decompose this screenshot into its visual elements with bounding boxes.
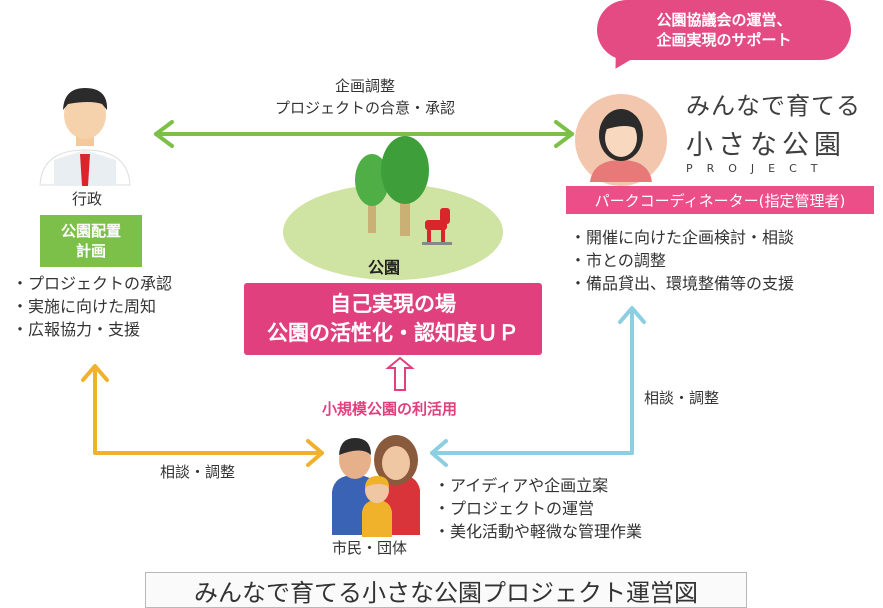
list-item: ・備品貸出、環境整備等の支援 <box>570 274 795 294</box>
list-item: ・美化活動や軽微な管理作業 <box>434 522 643 542</box>
government-tag-line1: 公園配置 <box>60 221 121 240</box>
government-label: 行政 <box>72 190 103 208</box>
center-box-line1: 自己実現の場 <box>330 291 456 316</box>
top-green-arrow <box>154 120 574 148</box>
citizens-label: 市民・団体 <box>332 539 408 557</box>
coordinator-person-icon <box>575 94 667 186</box>
government-person-icon <box>39 88 131 186</box>
logo-line1: みんなで育てる <box>686 92 861 120</box>
list-item: ・プロジェクトの運営 <box>434 499 595 519</box>
left-link-label: 相談・調整 <box>160 463 236 481</box>
top-link-label: 企画調整 プロジェクトの合意・承認 <box>250 76 480 120</box>
logo-line3: PROJECT <box>686 162 832 175</box>
speech-bubble-line2: 企画実現のサポート <box>656 31 792 49</box>
list-item: ・実施に向けた周知 <box>12 297 157 317</box>
logo-line2: 小さな公園 <box>686 130 846 161</box>
speech-bubble-line1: 公園協議会の運営、 <box>656 10 792 29</box>
right-blue-arrow <box>430 306 646 467</box>
left-orange-arrow <box>81 364 324 467</box>
government-tag-line2: 計画 <box>75 242 106 260</box>
center-box-line2: 公園の活性化・認知度ＵＰ <box>267 321 519 345</box>
center-box: 自己実現の場 公園の活性化・認知度ＵＰ <box>244 283 542 355</box>
coordinator-label: パークコーディネーター(指定管理者) <box>566 186 874 214</box>
speech-bubble: 公園協議会の運営、 企画実現のサポート <box>597 0 851 60</box>
citizens-family-icon <box>332 435 420 537</box>
pink-up-arrow <box>385 356 415 391</box>
park-illustration <box>283 136 503 280</box>
diagram-caption: みんなで育てる小さな公園プロジェクト運営図 <box>145 572 747 608</box>
park-label: 公園 <box>368 258 401 277</box>
citizens-list: ・アイディアや企画立案 ・プロジェクトの運営 ・美化活動や軽微な管理作業 <box>434 474 642 544</box>
list-item: ・市との調整 <box>570 251 666 271</box>
list-item: ・プロジェクトの承認 <box>12 274 173 293</box>
list-item: ・広報協力・支援 <box>12 320 141 340</box>
government-list: ・プロジェクトの承認 ・実施に向けた周知 ・広報協力・支援 <box>12 272 172 342</box>
top-link-line2: プロジェクトの合意・承認 <box>274 98 455 117</box>
usage-label: 小規模公園の利活用 <box>322 400 458 418</box>
top-link-line1: 企画調整 <box>334 77 395 95</box>
right-link-label: 相談・調整 <box>644 389 720 407</box>
coordinator-list: ・開催に向けた企画検討・相談 ・市との調整 ・備品貸出、環境整備等の支援 <box>570 226 794 296</box>
list-item: ・アイディアや企画立案 <box>434 476 609 495</box>
project-logo: みんなで育てる 小さな公園 PROJECT <box>686 86 866 182</box>
government-tag: 公園配置 計画 <box>40 215 142 267</box>
list-item: ・開催に向けた企画検討・相談 <box>570 228 795 247</box>
